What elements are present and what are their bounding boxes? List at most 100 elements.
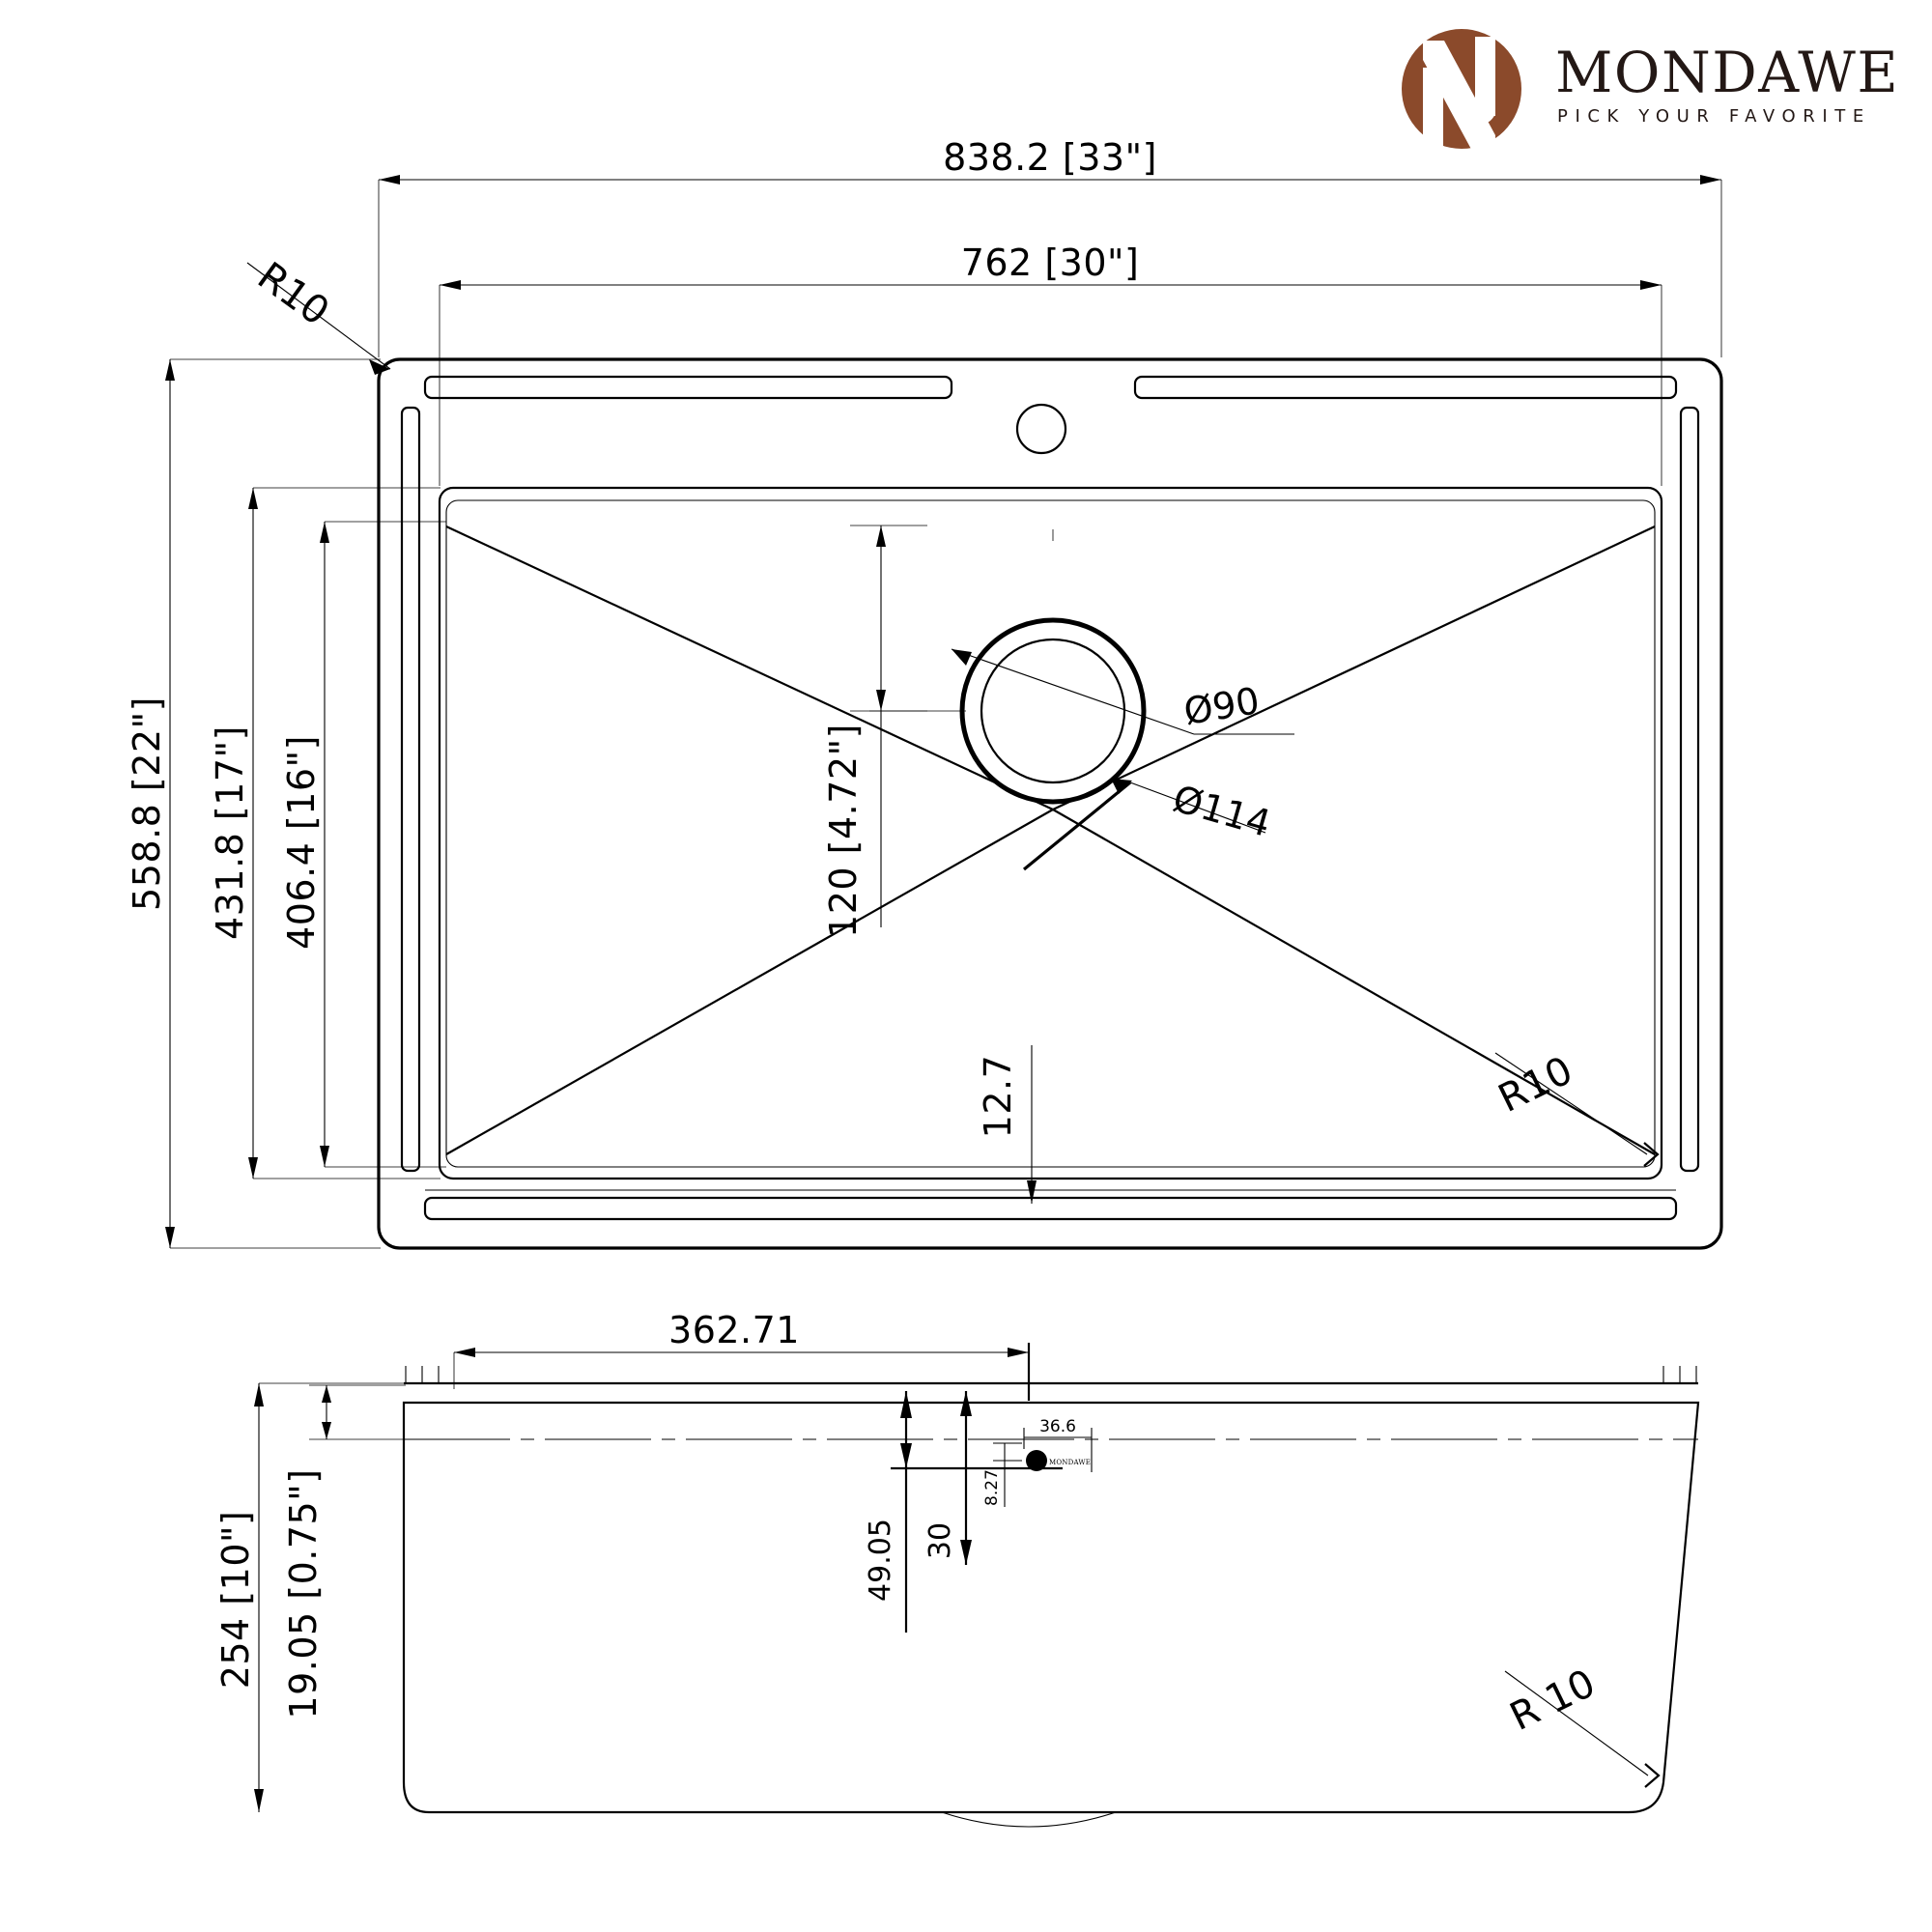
ledge-slot-left <box>423 375 953 400</box>
dim406-arrow-top <box>320 522 329 543</box>
sink-outer-rim <box>377 357 1723 1250</box>
r10-sec-arrowhead <box>1644 1763 1661 1788</box>
dim-drain-center-from-left: 362.71 <box>453 1309 1031 1401</box>
dim558-label: 558.8 [22"] <box>126 696 168 911</box>
dim762-arrow-right <box>1640 280 1662 290</box>
brand-tagline: PICK YOUR FAVORITE <box>1557 106 1871 127</box>
dim406-label: 406.4 [16"] <box>280 735 323 950</box>
dim762-arrow-left <box>440 280 461 290</box>
dim-logo-height: 8.27 <box>982 1442 1022 1507</box>
dim558-arrow-bottom <box>165 1227 175 1248</box>
dim362-arrow-left <box>454 1348 475 1357</box>
dim-section-radius: R 10 <box>1503 1662 1661 1788</box>
dim4905-arrow-bottom <box>900 1443 912 1468</box>
faucet-hole <box>1015 403 1067 455</box>
logo-right-foot <box>1475 108 1495 123</box>
dim127-label: 12.7 <box>977 1055 1019 1139</box>
dim-logo-width: 36.6 <box>1023 1417 1093 1472</box>
dia114-leader-shelf-a <box>1129 781 1266 834</box>
dim254-arrow-bottom <box>254 1789 264 1812</box>
section-logo-badge: MONDAWE <box>1026 1450 1091 1471</box>
brand-wordmark: MONDAWE <box>1555 40 1899 105</box>
drain-inner-circle <box>980 638 1126 784</box>
dim254-arrow-top <box>254 1383 264 1406</box>
top-view: Ø90 Ø114 838.2 [33"] <box>126 136 1723 1250</box>
dim30-arrow-top <box>960 1391 972 1416</box>
badge-label: MONDAWE <box>1049 1459 1091 1466</box>
dim838-arrow-left <box>379 175 400 185</box>
section-rim-ticks-right <box>1662 1366 1697 1383</box>
dim30-label: 30 <box>923 1522 957 1559</box>
section-rim-ticks-left <box>405 1366 440 1383</box>
dim558-arrow-top <box>165 359 175 381</box>
brand-logo: MONDAWE PICK YOUR FAVORITE <box>1402 29 1899 155</box>
bowl-slope-diagonal-tr <box>1052 526 1656 810</box>
sink-bowl-bottom-outline <box>445 499 1656 1168</box>
r10-br-arrowhead <box>1643 1142 1660 1167</box>
dim-overall-height: 558.8 [22"] <box>126 358 381 1249</box>
dim827-label: 8.27 <box>982 1469 1002 1506</box>
dim-drain-offset: 120 [4.72"] <box>822 525 927 938</box>
logo-left-stem <box>1423 68 1443 147</box>
dim127-arrow-bottom <box>1027 1180 1037 1204</box>
dim406-arrow-bottom <box>320 1146 329 1167</box>
dim-bowl-width: 762 [30"] <box>439 242 1662 486</box>
r10-tl-label: R10 <box>249 254 337 334</box>
dim254-label: 254 [10"] <box>214 1511 257 1690</box>
dim-logo-vertical-offset: 49.05 <box>864 1391 912 1633</box>
dim-ledge-offset: 12.7 <box>977 1045 1037 1204</box>
dim4905-label: 49.05 <box>864 1519 897 1602</box>
dim1905-label: 19.05 [0.75"] <box>282 1468 325 1719</box>
r10-br-leader <box>1494 1052 1648 1155</box>
dim-logo-inner-offset: 30 <box>923 1391 972 1565</box>
bowl-slope-diagonal-br <box>1052 809 1656 1155</box>
sink-bowl-outline <box>438 486 1663 1180</box>
dim-inner-height-1: 431.8 [17"] <box>209 487 440 1179</box>
bowl-slope-diagonal-tl <box>445 526 1054 810</box>
dim362-label: 362.71 <box>668 1309 800 1351</box>
dim-radius-top-left: R10 <box>246 254 391 375</box>
dim762-label: 762 [30"] <box>961 242 1140 284</box>
bowl-slope-diagonal-bl <box>445 809 1054 1155</box>
dia90-leader-line <box>951 648 1195 735</box>
r10-sec-label: R 10 <box>1503 1662 1602 1740</box>
dim-inner-height-2: 406.4 [16"] <box>280 521 446 1168</box>
dia90-arrowhead <box>952 649 972 666</box>
dim431-arrow-bottom <box>248 1157 258 1179</box>
dim1905-arrow-top <box>322 1385 331 1403</box>
dia114-arrowhead <box>1111 779 1132 794</box>
dim30-arrow-bottom <box>960 1540 972 1565</box>
dim4905-arrow-top <box>900 1391 912 1418</box>
dim431-arrow-top <box>248 488 258 509</box>
dim838-arrow-right <box>1700 175 1721 185</box>
dim1905-arrow-bottom <box>322 1422 331 1439</box>
dim366-label: 36.6 <box>1039 1417 1076 1436</box>
ledge-rail-left <box>400 406 421 1173</box>
dim-overall-depth: 254 [10"] <box>214 1382 404 1812</box>
section-body-outline <box>402 1401 1700 1814</box>
dim-drain-outer-diameter: Ø114 <box>1022 777 1276 871</box>
dim-overall-width: 838.2 [33"] <box>378 136 1722 357</box>
logo-right-stem <box>1475 37 1495 116</box>
drain-outer-circle <box>959 617 1147 805</box>
dim838-label: 838.2 [33"] <box>943 136 1157 179</box>
dia114-label: Ø114 <box>1169 777 1276 845</box>
ledge-slot-right <box>1133 375 1678 400</box>
dim120-label: 120 [4.72"] <box>822 724 865 938</box>
r10-tl-arrowhead <box>369 359 390 375</box>
ledge-rail-right <box>1679 406 1700 1173</box>
dim120-arrow-top <box>876 526 886 547</box>
dim-rim-thickness: 19.05 [0.75"] <box>282 1384 406 1719</box>
dim-radius-bottom-right: R10 <box>1492 1048 1660 1167</box>
dim120-arrow-bottom <box>876 690 886 711</box>
section-drain-bulge <box>941 1811 1117 1828</box>
r10-sec-leader <box>1504 1670 1649 1776</box>
badge-mark-icon <box>1026 1450 1047 1471</box>
ledge-slot-bottom <box>423 1196 1678 1221</box>
dim431-label: 431.8 [17"] <box>209 725 251 940</box>
dia90-label: Ø90 <box>1181 679 1263 733</box>
dim362-arrow-right <box>1008 1348 1029 1357</box>
section-view: MONDAWE 362.71 254 [10"] <box>214 1309 1700 1828</box>
r10-tl-leader <box>246 262 391 370</box>
